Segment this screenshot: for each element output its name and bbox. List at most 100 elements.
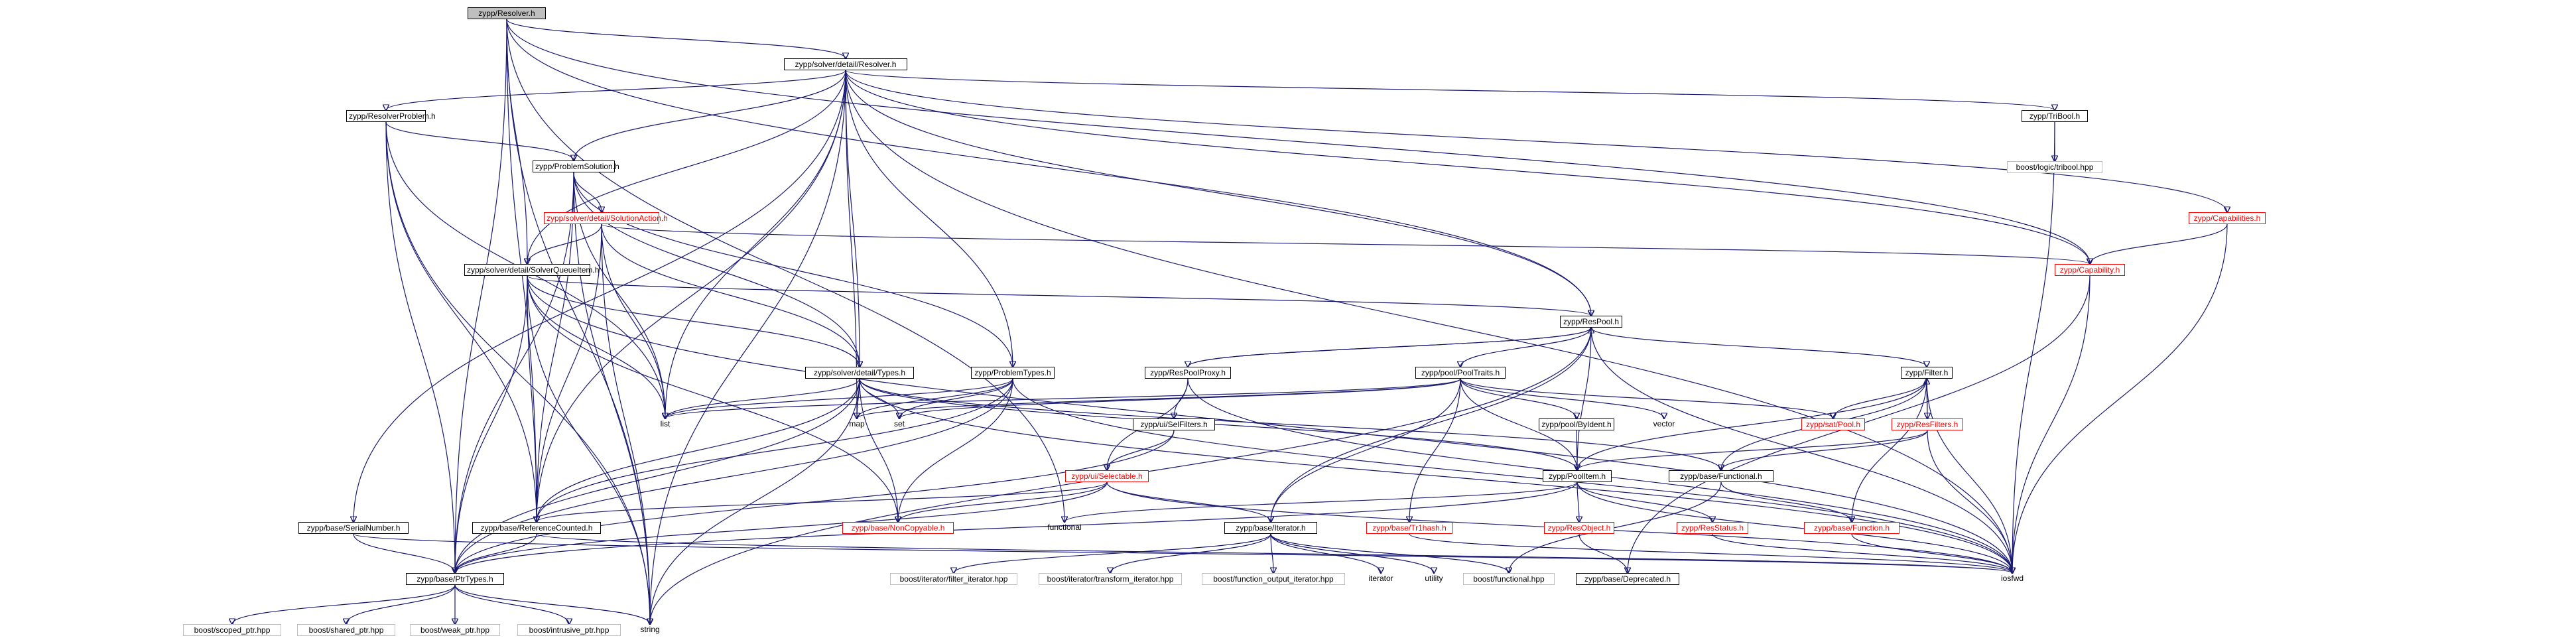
node-selectable[interactable]: zypp/ui/Selectable.h (1065, 470, 1149, 482)
dependency-edge (455, 378, 860, 573)
dependency-edge (455, 481, 1108, 573)
node-resolver-problem[interactable]: zypp/ResolverProblem.h (346, 110, 436, 122)
dependency-edge (537, 481, 1108, 522)
node-res-object[interactable]: zypp/ResObject.h (1544, 522, 1614, 534)
dependency-edge (899, 378, 1013, 418)
node-tr1hash[interactable]: zypp/base/Tr1hash.h (1366, 522, 1452, 534)
node-base-functional-h[interactable]: zypp/base/Functional.h (1669, 470, 1773, 482)
dependency-edge (527, 275, 898, 522)
node-solution-action[interactable]: zypp/solver/detail/SolutionAction.h (544, 212, 668, 224)
node-pool-traits[interactable]: zypp/pool/PoolTraits.h (1415, 367, 1506, 379)
node-res-filters[interactable]: zypp/ResFilters.h (1892, 418, 1963, 430)
node-base-iterator[interactable]: zypp/base/Iterator.h (1224, 522, 1317, 534)
node-pool-item[interactable]: zypp/PoolItem.h (1543, 470, 1612, 482)
dependency-edge (454, 584, 569, 624)
dependency-edge (537, 224, 602, 522)
dependency-edge (1460, 378, 1577, 470)
dependency-edge (1578, 533, 1628, 573)
node-base-function[interactable]: zypp/base/Function.h (1804, 522, 1900, 534)
node-res-status[interactable]: zypp/ResStatus.h (1677, 522, 1748, 534)
dependency-edge (455, 533, 537, 573)
dependency-edge (1460, 378, 1664, 418)
node-deprecated[interactable]: zypp/base/Deprecated.h (1576, 573, 1679, 585)
dependency-edge (506, 19, 2090, 264)
dependency-edge (1271, 378, 1461, 522)
node-ptr-types[interactable]: zypp/base/PtrTypes.h (406, 573, 504, 585)
dependency-edge (506, 19, 1591, 316)
dependency-edge (346, 584, 456, 624)
dependency-edge (1926, 378, 2012, 573)
dependency-edge (455, 430, 1175, 573)
dependency-edge (665, 378, 1461, 418)
dependency-edge (1927, 430, 2012, 573)
node-list: list (660, 419, 671, 428)
node-res-pool-proxy[interactable]: zypp/ResPoolProxy.h (1145, 367, 1231, 379)
dependency-edge (506, 19, 846, 58)
dependency-edge (1110, 533, 1271, 573)
dependency-edge (859, 378, 2012, 573)
dependency-edge (537, 378, 860, 522)
dependency-edge (859, 378, 898, 522)
dependency-edge (845, 70, 1013, 367)
dependency-edge (527, 275, 665, 418)
dependency-edge (665, 378, 1013, 418)
dependency-edge (527, 224, 602, 264)
node-filter[interactable]: zypp/Filter.h (1901, 367, 1953, 379)
node-problem-types[interactable]: zypp/ProblemTypes.h (971, 367, 1055, 379)
dependency-edge (845, 70, 2227, 212)
dependency-edge (1577, 378, 1927, 470)
node-by-ident[interactable]: zypp/pool/ByIdent.h (1539, 418, 1614, 430)
dependency-edge (1852, 378, 1927, 522)
dependency-edge (1409, 378, 1461, 522)
node-capabilities[interactable]: zypp/Capabilities.h (2189, 212, 2266, 224)
dependency-edge (2012, 275, 2091, 573)
node-sel-filters[interactable]: zypp/ui/SelFilters.h (1133, 418, 1215, 430)
node-map: map (849, 419, 865, 428)
node-string: string (640, 625, 660, 634)
node-serial-number[interactable]: zypp/base/SerialNumber.h (298, 522, 409, 534)
dependency-edge (573, 172, 602, 212)
node-tribool-hpp[interactable]: boost/logic/tribool.hpp (2007, 161, 2102, 173)
dependency-edge (1851, 533, 2012, 573)
node-intrusive-ptr[interactable]: boost/intrusive_ptr.hpp (517, 624, 621, 636)
node-iosfwd: iosfwd (2000, 574, 2024, 583)
dependency-edge (527, 275, 860, 367)
node-solver-queue-item[interactable]: zypp/solver/detail/SolverQueueItem.h (464, 264, 599, 276)
node-tribool[interactable]: zypp/TriBool.h (2022, 110, 2088, 122)
node-detail-types[interactable]: zypp/solver/detail/Types.h (805, 367, 914, 379)
dependency-edge (1590, 327, 2012, 573)
node-problem-solution[interactable]: zypp/ProblemSolution.h (533, 160, 619, 172)
dependency-edge (2012, 224, 2228, 573)
node-scoped-ptr[interactable]: boost/scoped_ptr.hpp (183, 624, 281, 636)
dependency-edge (385, 121, 455, 573)
dependency-edge (601, 224, 2090, 264)
node-filter-iterator[interactable]: boost/iterator/filter_iterator.hpp (890, 573, 1017, 585)
node-detail-resolver[interactable]: zypp/solver/detail/Resolver.h (784, 58, 907, 70)
dependency-edge (537, 378, 1013, 522)
node-utility: utility (1425, 574, 1443, 583)
node-transform-iterator[interactable]: boost/iterator/transform_iterator.hpp (1039, 573, 1182, 585)
node-non-copyable[interactable]: zypp/base/NonCopyable.h (842, 522, 954, 534)
dependency-edge (1577, 481, 1579, 522)
node-function-output-iterator[interactable]: boost/function_output_iterator.hpp (1202, 573, 1345, 585)
dependency-edge (232, 584, 456, 624)
dependency-edge (537, 70, 846, 522)
dependency-edge (455, 378, 1013, 573)
dependency-edge (506, 19, 1064, 522)
dependency-edge (601, 224, 665, 418)
node-res-pool[interactable]: zypp/ResPool.h (1560, 316, 1622, 328)
dependency-edge (845, 70, 857, 418)
node-boost-functional[interactable]: boost/functional.hpp (1463, 573, 1555, 585)
dependency-edge (954, 533, 1271, 573)
node-root-resolver[interactable]: zypp/Resolver.h (468, 7, 546, 19)
dependency-edge (527, 275, 650, 624)
dependency-edge (2012, 121, 2055, 573)
node-reference-counted[interactable]: zypp/base/ReferenceCounted.h (472, 522, 601, 534)
node-sat-pool[interactable]: zypp/sat/Pool.h (1801, 418, 1865, 430)
dependency-edge (845, 70, 2012, 573)
node-shared-ptr[interactable]: boost/shared_ptr.hpp (297, 624, 395, 636)
node-capability[interactable]: zypp/Capability.h (2055, 264, 2125, 276)
dependency-edge (650, 378, 860, 624)
dependency-edge (845, 70, 2090, 264)
node-weak-ptr[interactable]: boost/weak_ptr.hpp (410, 624, 500, 636)
